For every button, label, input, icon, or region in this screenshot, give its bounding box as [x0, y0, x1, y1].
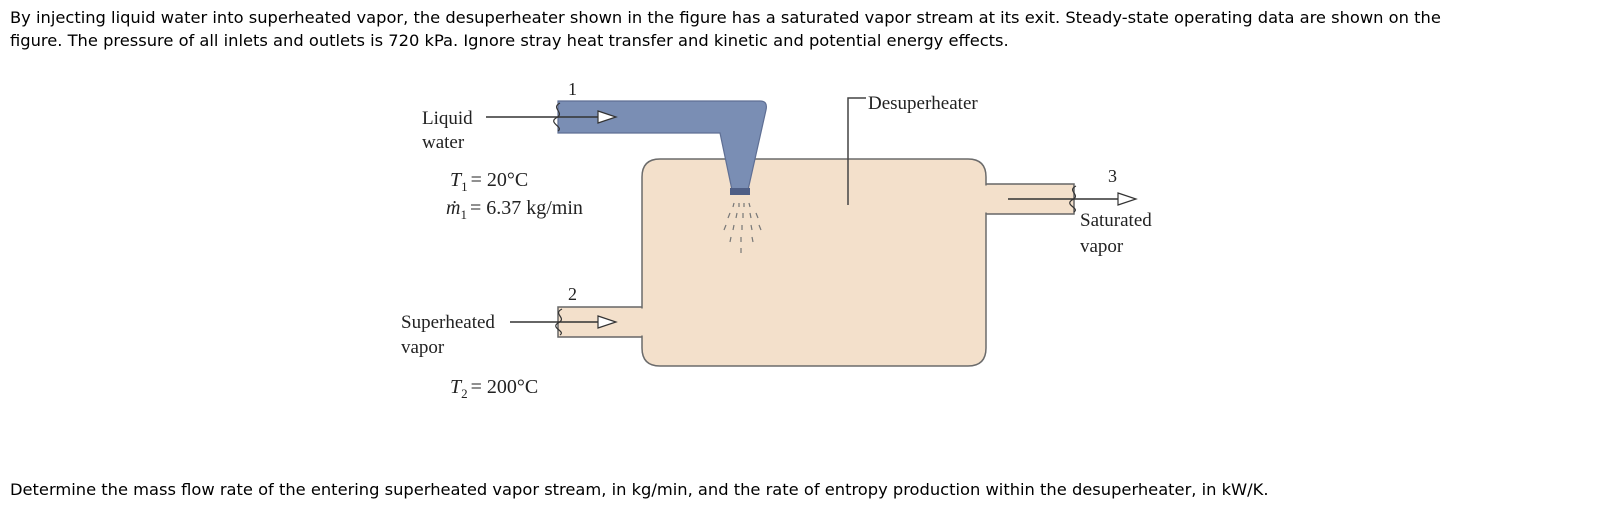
- inlet-2-number: 2: [568, 284, 577, 304]
- superheated-vapor-label-line-2: vapor: [401, 337, 445, 358]
- spray-nozzle: [730, 188, 750, 195]
- saturated-vapor-label-line-1: Saturated: [1080, 210, 1152, 231]
- stream-1-arrow: [486, 102, 618, 132]
- liquid-water-label-line-1: Liquid: [422, 108, 473, 129]
- m1-value: = 6.37 kg/min: [470, 197, 583, 219]
- spray-droplets: [723, 202, 762, 253]
- t1-condition: T1= 20°C: [450, 169, 528, 194]
- t1-value: = 20°C: [471, 169, 529, 191]
- saturated-vapor-label-line-2: vapor: [1080, 236, 1124, 257]
- desuperheater-leader-line: [847, 97, 866, 205]
- stream-3-arrow: [1008, 185, 1138, 213]
- problem-statement: By injecting liquid water into superheat…: [10, 6, 1610, 52]
- problem-statement-line-1: By injecting liquid water into superheat…: [10, 8, 1441, 27]
- desuperheater-figure: 1 Liquid water T1= 20°C ṁ1= 6.37 kg/min …: [380, 75, 1260, 435]
- outlet-3-number: 3: [1108, 166, 1117, 186]
- problem-statement-line-2: figure. The pressure of all inlets and o…: [10, 31, 1009, 50]
- stream-2-arrow: [510, 308, 618, 336]
- desuperheater-tank: [641, 158, 987, 367]
- superheated-vapor-label-line-1: Superheated: [401, 312, 495, 333]
- question-statement: Determine the mass flow rate of the ente…: [10, 480, 1269, 499]
- inlet-1-number: 1: [568, 79, 577, 99]
- liquid-water-pipe: [557, 100, 767, 191]
- m1-condition: ṁ1= 6.37 kg/min: [446, 197, 583, 222]
- desuperheater-label: Desuperheater: [868, 93, 978, 114]
- liquid-water-label-line-2: water: [422, 132, 465, 153]
- t2-condition: T2= 200°C: [450, 376, 538, 401]
- t2-value: = 200°C: [471, 376, 539, 398]
